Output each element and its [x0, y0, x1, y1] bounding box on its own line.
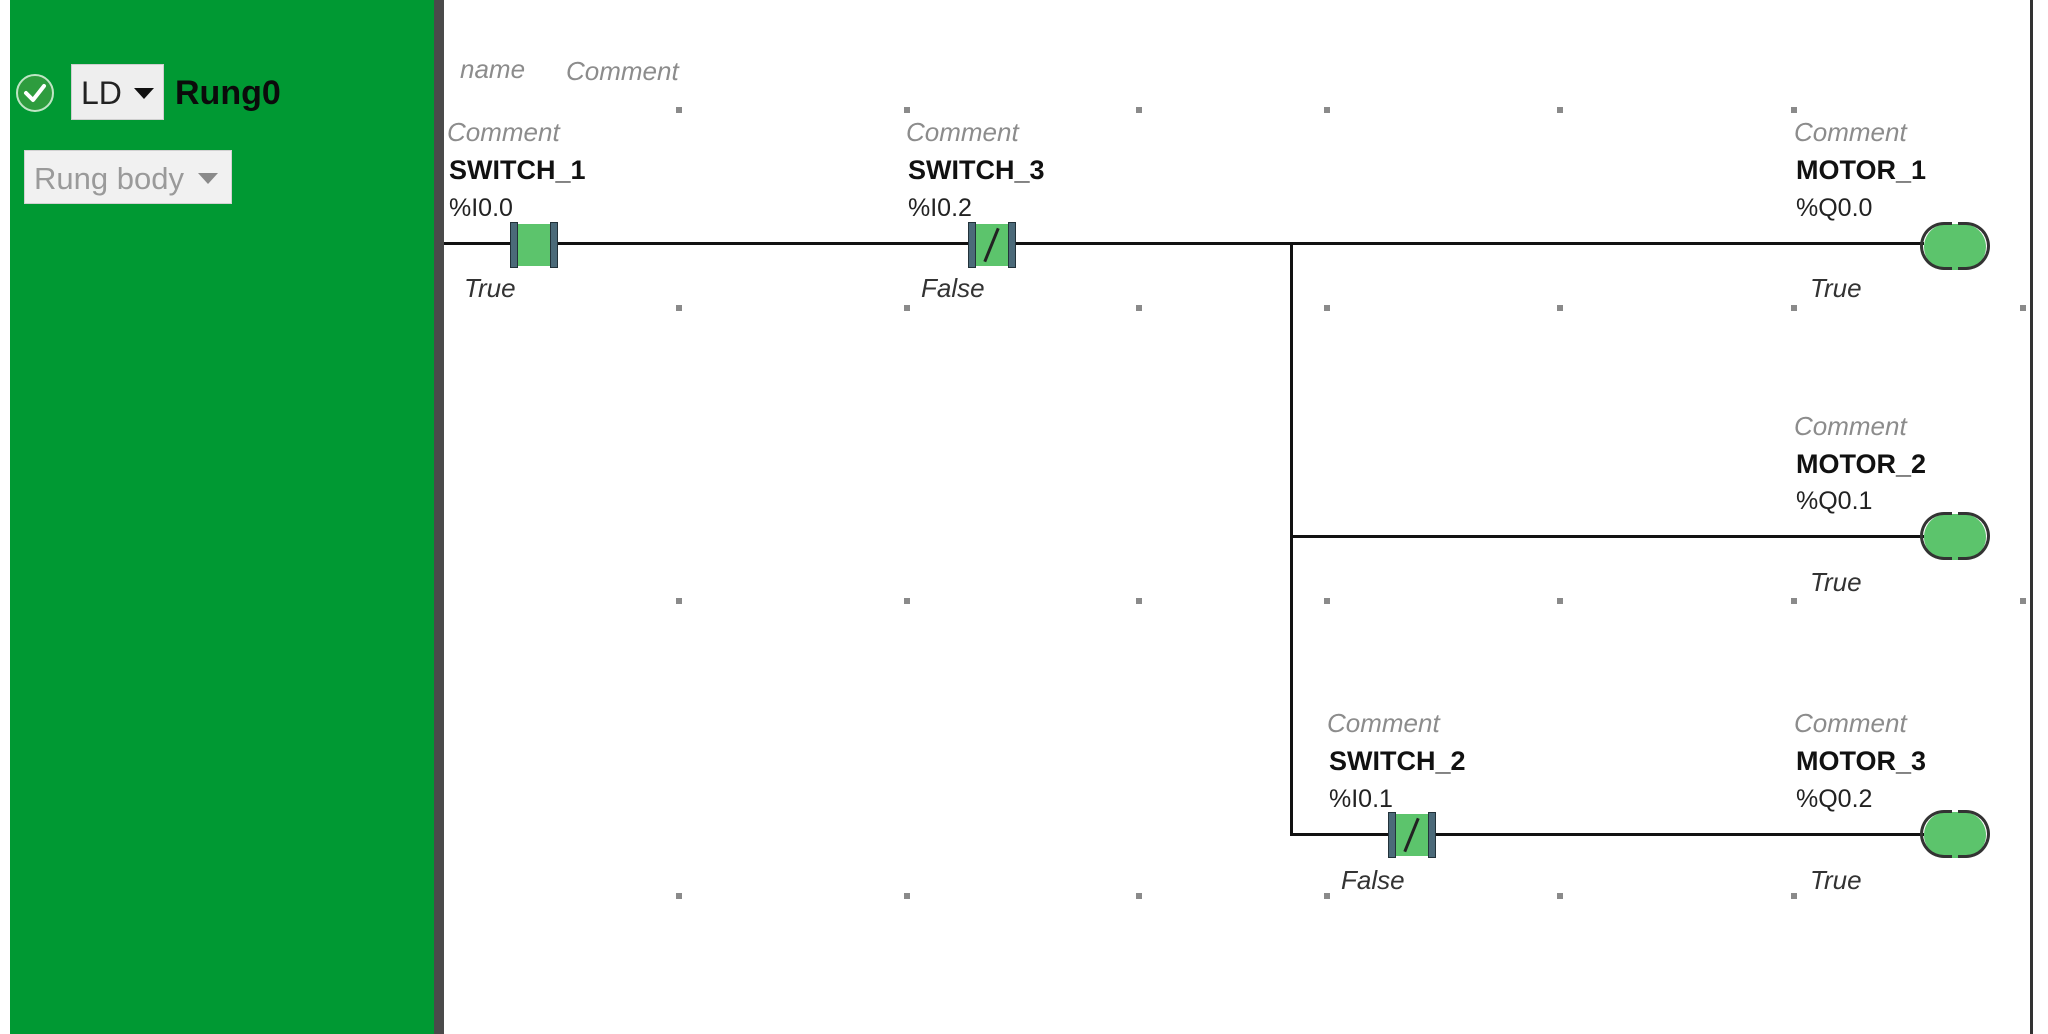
coil-icon[interactable] — [1920, 810, 1990, 860]
contact-state: True — [464, 273, 516, 303]
language-label: LD — [81, 75, 122, 111]
grid-point — [904, 107, 910, 113]
coil-comment[interactable]: Comment — [1794, 708, 1907, 738]
wire-branch-motor2 — [1290, 535, 1924, 538]
rung-name-field[interactable]: name — [460, 54, 526, 84]
contact-comment[interactable]: Comment — [1327, 708, 1440, 738]
coil-address: %Q0.2 — [1796, 785, 1873, 813]
coil-comment[interactable]: Comment — [1794, 117, 1907, 147]
contact-variable-name: SWITCH_3 — [908, 155, 1045, 185]
contact-bar-right — [1008, 222, 1016, 268]
grid-point — [1324, 893, 1330, 899]
editor-left-frame — [0, 0, 10, 1034]
contact-state: False — [1341, 865, 1405, 895]
contact-bar-right — [550, 222, 558, 268]
coil-comment[interactable]: Comment — [1794, 411, 1907, 441]
coil-icon[interactable] — [1920, 222, 1990, 272]
contact-bar-left — [968, 222, 976, 268]
grid-point — [1324, 598, 1330, 604]
contact-address: %I0.0 — [449, 194, 513, 222]
contact-variable-name: SWITCH_1 — [449, 155, 586, 185]
grid-point — [1791, 107, 1797, 113]
grid-point — [1324, 107, 1330, 113]
grid-point — [676, 893, 682, 899]
grid-point — [904, 305, 910, 311]
coil-address: %Q0.1 — [1796, 487, 1873, 515]
left-power-rail — [434, 0, 444, 1034]
caret-down-icon — [198, 173, 218, 184]
contact-bar-left — [510, 222, 518, 268]
grid-point — [1791, 305, 1797, 311]
coil-arc-right — [1958, 810, 1990, 858]
rung-name[interactable]: Rung0 — [175, 74, 281, 112]
coil-state: True — [1810, 567, 1862, 597]
coil-arc-left — [1920, 512, 1952, 560]
coil-arc-left — [1920, 810, 1952, 858]
coil-icon[interactable] — [1920, 512, 1990, 562]
grid-point — [1791, 598, 1797, 604]
coil-variable-name: MOTOR_3 — [1796, 746, 1927, 776]
grid-point — [1136, 893, 1142, 899]
grid-point — [1791, 893, 1797, 899]
contact-comment[interactable]: Comment — [906, 117, 1019, 147]
grid-point — [1136, 305, 1142, 311]
normally-closed-contact-icon[interactable] — [1388, 812, 1436, 858]
contact-bar-left — [1388, 812, 1396, 858]
grid-point — [904, 893, 910, 899]
coil-arc-left — [1920, 222, 1952, 270]
grid-point — [1557, 107, 1563, 113]
wire-branch-motor3 — [1290, 833, 1924, 836]
grid-point — [1557, 305, 1563, 311]
contact-energized-fill — [518, 224, 550, 266]
right-power-rail — [2030, 0, 2033, 1034]
rung-section-dropdown[interactable]: Rung body — [24, 150, 232, 204]
grid-point — [1557, 893, 1563, 899]
contact-address: %I0.2 — [908, 194, 972, 222]
coil-arc-right — [1958, 222, 1990, 270]
coil-variable-name: MOTOR_1 — [1796, 155, 1927, 185]
check-circle-icon — [16, 74, 54, 112]
contact-state: False — [921, 273, 985, 303]
grid-point — [1136, 598, 1142, 604]
contact-bar-right — [1428, 812, 1436, 858]
coil-variable-name: MOTOR_2 — [1796, 449, 1927, 479]
contact-address: %I0.1 — [1329, 785, 1393, 813]
grid-point — [1324, 305, 1330, 311]
coil-address: %Q0.0 — [1796, 194, 1873, 222]
coil-state: True — [1810, 865, 1862, 895]
caret-down-icon — [134, 88, 154, 99]
grid-point — [676, 305, 682, 311]
contact-comment[interactable]: Comment — [447, 117, 560, 147]
grid-point — [1136, 107, 1142, 113]
normally-closed-contact-icon[interactable] — [968, 222, 1016, 268]
grid-point — [676, 598, 682, 604]
grid-point — [2020, 598, 2026, 604]
contact-variable-name: SWITCH_2 — [1329, 746, 1466, 776]
grid-point — [676, 107, 682, 113]
rung-comment-field[interactable]: Comment — [566, 56, 679, 86]
grid-point — [904, 598, 910, 604]
coil-state: True — [1810, 273, 1862, 303]
wire-branch-vertical — [1290, 242, 1293, 836]
normally-open-contact-icon[interactable] — [510, 222, 558, 268]
rung-section-label: Rung body — [34, 161, 184, 196]
grid-point — [1557, 598, 1563, 604]
coil-arc-right — [1958, 512, 1990, 560]
language-dropdown[interactable]: LD — [71, 64, 164, 120]
grid-point — [2020, 305, 2026, 311]
wire-main-rung — [444, 242, 1924, 245]
